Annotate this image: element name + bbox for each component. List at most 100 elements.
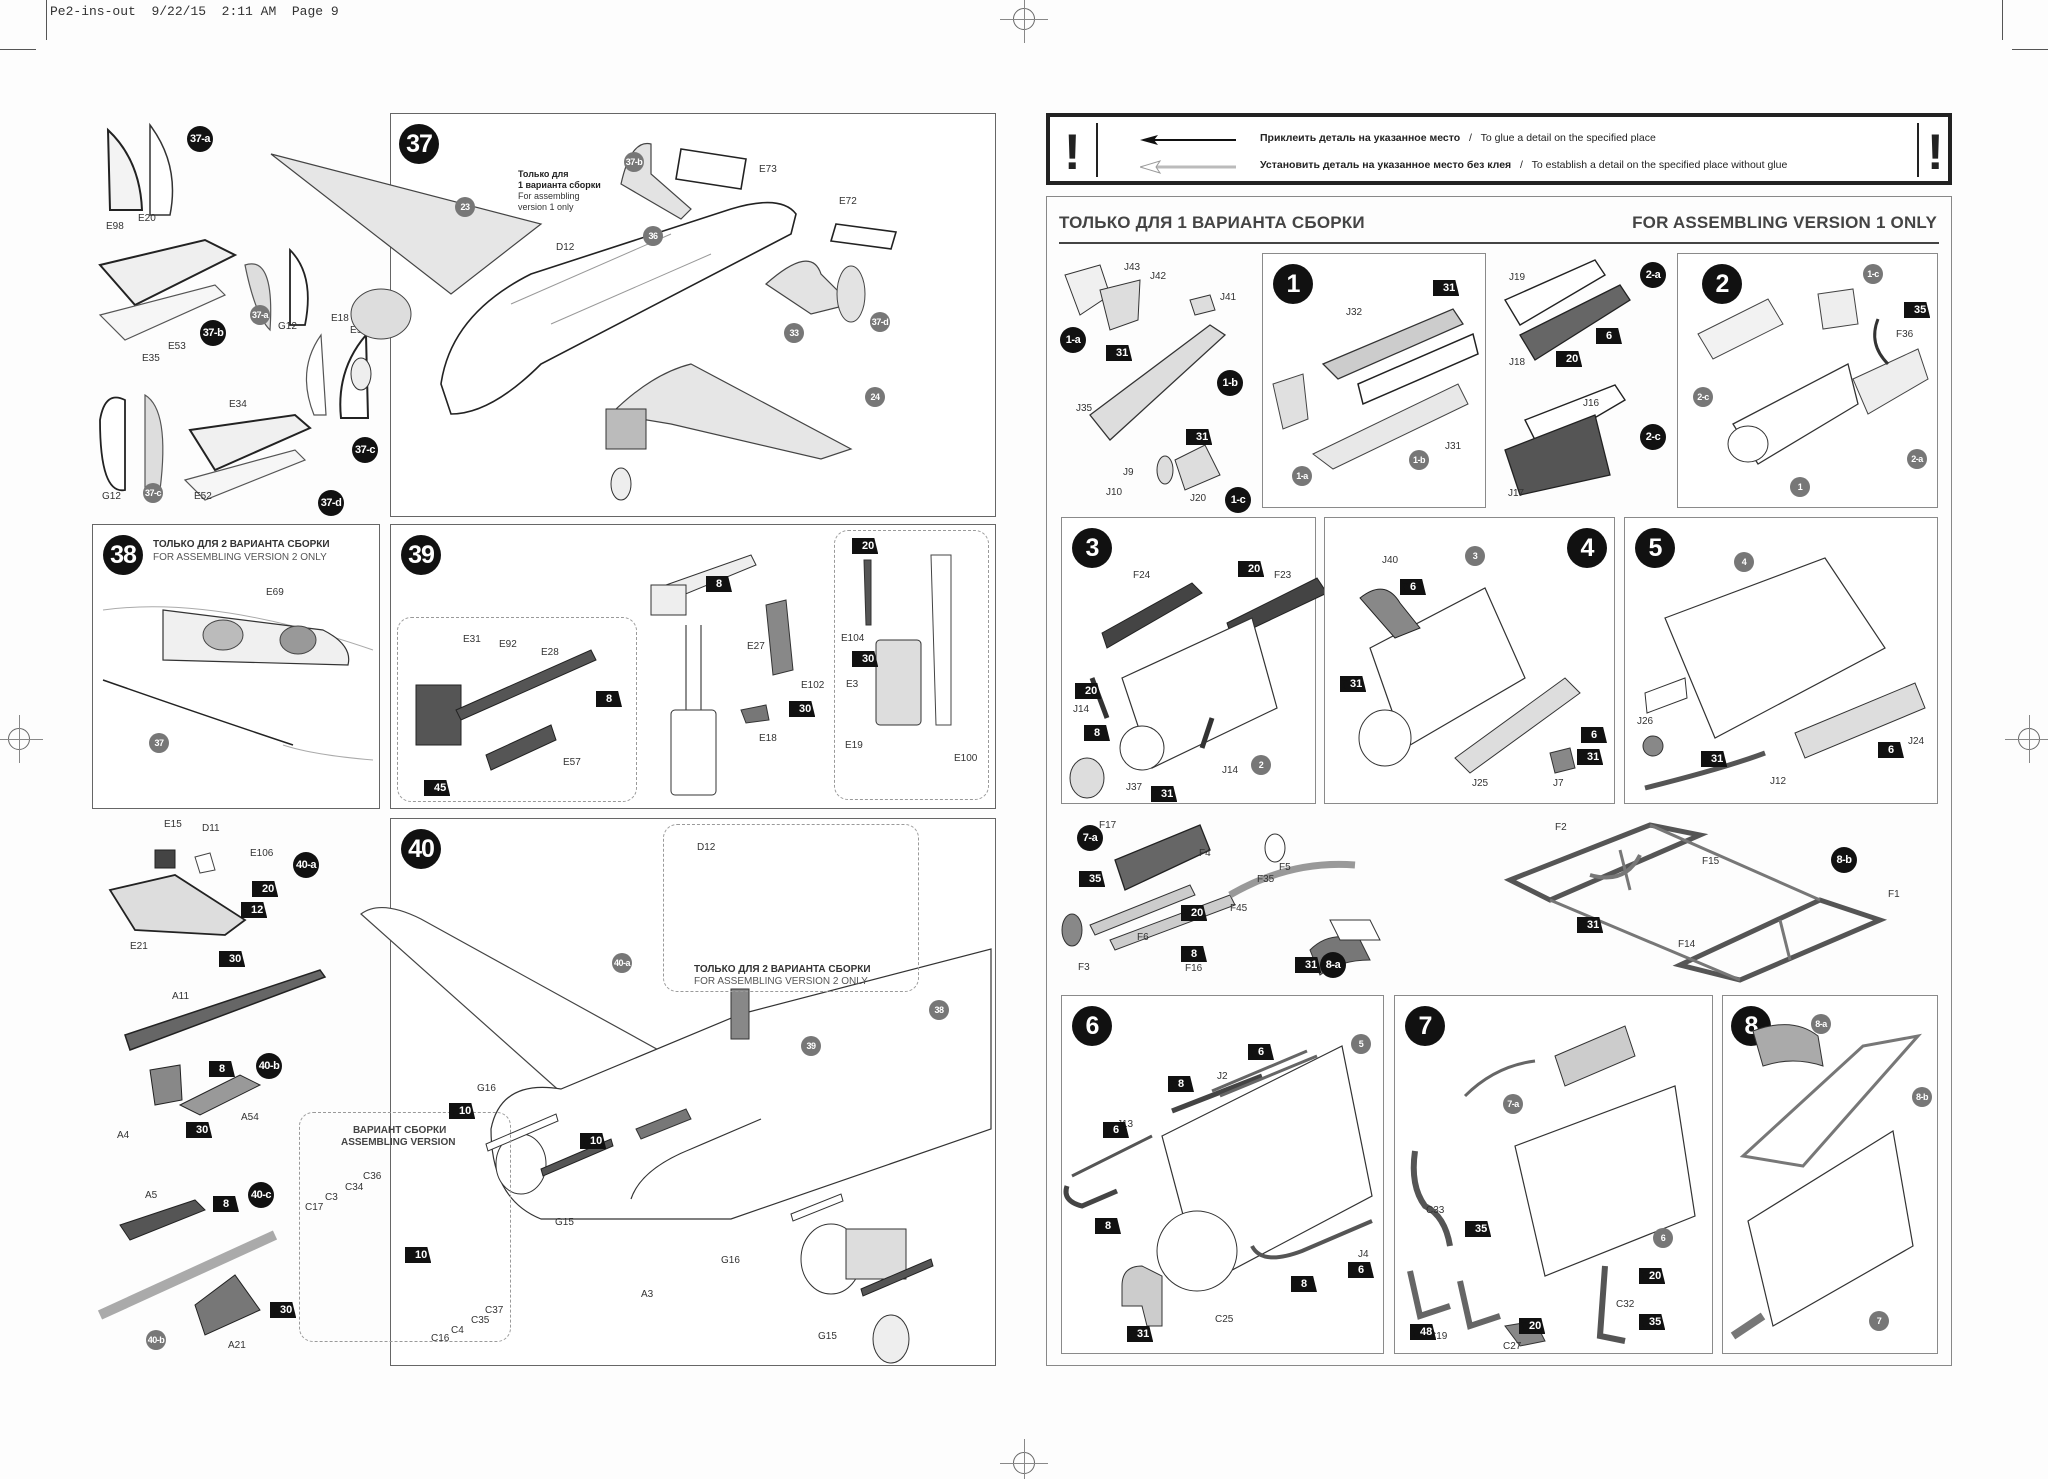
- part-label: J26: [1637, 716, 1654, 727]
- step-number: 37: [399, 124, 439, 164]
- part-label: A54: [241, 1112, 259, 1123]
- part-label: E27: [747, 641, 765, 652]
- variant-title-en: ASSEMBLING VERSION: [341, 1137, 456, 1148]
- step-number: 6: [1072, 1006, 1112, 1046]
- stabilizer-illustration-37b: [95, 235, 315, 345]
- no-glue-arrow-icon: [1140, 160, 1236, 174]
- ref-6: 6: [1653, 1228, 1673, 1248]
- part-label: J19: [1509, 272, 1526, 283]
- paint-callout: 30: [789, 701, 816, 717]
- badge-1a: 1-a: [1060, 327, 1086, 353]
- ref-37d: 37-d: [870, 312, 890, 332]
- paint-callout: 31: [1151, 786, 1178, 802]
- part-label: J2: [1217, 1071, 1228, 1082]
- part-label: C16: [431, 1333, 450, 1344]
- part-label: A21: [228, 1340, 246, 1351]
- slug-file: Pe2-ins-out: [50, 4, 136, 19]
- part-label: E35: [142, 353, 160, 364]
- part-label: C35: [471, 1315, 490, 1326]
- slug-page: Page 9: [291, 4, 339, 19]
- ref-1b: 1-b: [1409, 450, 1429, 470]
- part-label: E104: [841, 633, 865, 644]
- part-label: J25: [1472, 778, 1489, 789]
- note-ru-line2: 1 варианта сборки: [518, 180, 601, 190]
- registration-mark: [0, 715, 43, 763]
- paint-callout: 6: [1400, 579, 1426, 595]
- registration-mark: [2005, 715, 2048, 763]
- paint-callout: 31: [1577, 917, 1604, 933]
- paint-callout: 8: [1168, 1076, 1194, 1092]
- glue-arrow-icon: [1140, 135, 1236, 145]
- paint-callout: 31: [1577, 749, 1604, 765]
- gun-illustration-40b: [120, 965, 340, 1135]
- paint-callout: 20: [252, 881, 279, 897]
- divider: [1917, 123, 1919, 177]
- part-label: A3: [641, 1289, 654, 1300]
- part-label: J16: [1583, 398, 1600, 409]
- part-label: J32: [1346, 307, 1363, 318]
- legend-row-glue: Приклеить деталь на указанное место / To…: [1260, 132, 1656, 144]
- badge-1c: 1-c: [1225, 487, 1251, 513]
- paint-callout: 30: [219, 951, 246, 967]
- part-label: F4: [1199, 848, 1211, 859]
- part-label: F45: [1230, 903, 1248, 914]
- legend-separator: /: [1519, 159, 1523, 171]
- version2-title-en: FOR ASSEMBLING VERSION 2 ONLY: [153, 552, 327, 563]
- part-label: C32: [1616, 1299, 1635, 1310]
- ref-24: 24: [865, 387, 885, 407]
- part-label: J7: [1553, 778, 1564, 789]
- part-label: A5: [145, 1190, 158, 1201]
- part-label: E3: [846, 679, 859, 690]
- badge-37c: 37-c: [352, 437, 378, 463]
- part-label: J31: [1445, 441, 1462, 452]
- ref-38: 38: [929, 1000, 949, 1020]
- part-label: G16: [721, 1255, 740, 1266]
- step-number: 38: [103, 535, 143, 575]
- part-label: J4: [1358, 1249, 1369, 1260]
- ref-37c: 37-c: [143, 483, 163, 503]
- badge-2c: 2-c: [1640, 424, 1666, 450]
- step-number: 5: [1635, 528, 1675, 568]
- inset-title-ru: ТОЛЬКО ДЛЯ 2 ВАРИАНТА СБОРКИ: [694, 964, 871, 975]
- part-label: E31: [463, 634, 481, 645]
- part-label: A4: [117, 1130, 130, 1141]
- part-label: C19: [1429, 1331, 1448, 1342]
- part-label: F35: [1257, 874, 1275, 885]
- ref-7a: 7-a: [1503, 1094, 1523, 1114]
- paint-callout: 6: [1878, 742, 1904, 758]
- part-label: E102: [801, 680, 825, 691]
- part-label: E73: [759, 164, 777, 175]
- engine-parts-illustration-1: [1060, 255, 1260, 515]
- paint-callout: 31: [1701, 751, 1728, 767]
- paint-callout: 45: [424, 780, 451, 796]
- part-label: E69: [266, 587, 284, 598]
- part-label: F15: [1702, 856, 1720, 867]
- note-en-line2: version 1 only: [518, 202, 574, 212]
- part-label: E72: [839, 196, 857, 207]
- paint-callout: 8: [1084, 725, 1110, 741]
- ref-3: 3: [1465, 546, 1485, 566]
- step-3-panel: 3 F24 F23 J14 J14 J37 2 20 20 8 31: [1061, 517, 1316, 804]
- part-label: G12: [278, 321, 297, 332]
- part-label: J9: [1123, 467, 1134, 478]
- paint-callout: 12: [241, 902, 268, 918]
- engine-exhaust-illustration: [1325, 518, 1616, 805]
- badge-40a: 40-a: [293, 852, 319, 878]
- step-6-panel: 6 J2 J13 J4 C25 5 6 8 6 8 8 6 31: [1061, 995, 1384, 1354]
- crop-mark: [0, 49, 36, 50]
- part-label: E106: [250, 848, 274, 859]
- ref-4: 4: [1734, 552, 1754, 572]
- part-label: F36: [1896, 329, 1914, 340]
- paint-callout: 20: [1639, 1268, 1666, 1284]
- version2-inset: [663, 824, 919, 992]
- part-label: F3: [1078, 962, 1090, 973]
- part-label: E98: [106, 221, 124, 232]
- engine-with-mount-illustration: [1723, 996, 1939, 1355]
- registration-mark: [1000, 0, 1048, 43]
- legend-glue-ru: Приклеить деталь на указанное место: [1260, 132, 1461, 144]
- part-label: E18: [759, 733, 777, 744]
- version1-title-ru: ТОЛЬКО ДЛЯ 1 ВАРИАНТА СБОРКИ: [1059, 213, 1365, 232]
- badge-7a: 7-a: [1077, 825, 1103, 851]
- part-label: C17: [305, 1202, 324, 1213]
- badge-8a: 8-a: [1320, 952, 1346, 978]
